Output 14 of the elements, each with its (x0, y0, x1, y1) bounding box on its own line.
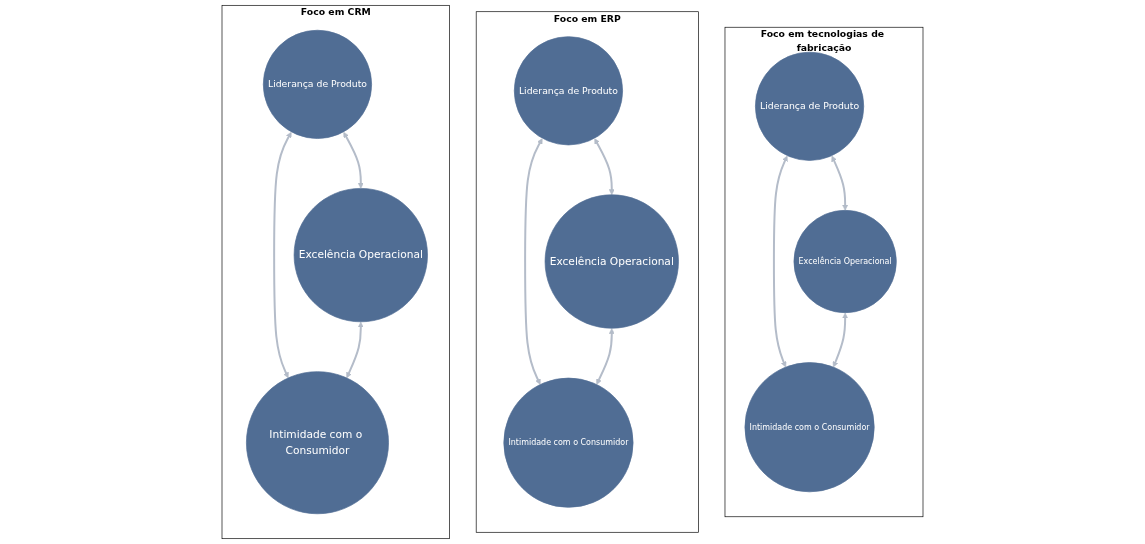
arrow (273, 131, 292, 379)
node-circle: Excelência Operacional (544, 194, 679, 329)
arrow (831, 155, 849, 211)
arrow (524, 138, 543, 385)
arrow (346, 321, 364, 379)
arrow (832, 312, 849, 368)
node-circle: Liderança de Produto (513, 36, 623, 146)
node-circle: Excelência Operacional (293, 188, 428, 323)
arrow (594, 138, 615, 196)
arrow (772, 155, 788, 368)
node-circle: Intimidade com o Consumidor (246, 371, 389, 515)
node-circle: Liderança de Produto (262, 29, 372, 139)
arrow (343, 131, 364, 189)
arrow (596, 328, 615, 385)
